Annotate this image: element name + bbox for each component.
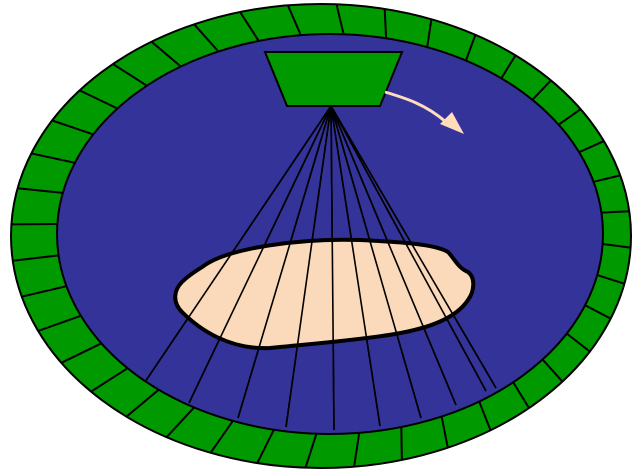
detector-segment-divider (601, 211, 629, 212)
detector-segment-divider (401, 427, 402, 460)
x-ray-source-icon (265, 52, 402, 106)
detector-segment-divider (385, 9, 386, 38)
